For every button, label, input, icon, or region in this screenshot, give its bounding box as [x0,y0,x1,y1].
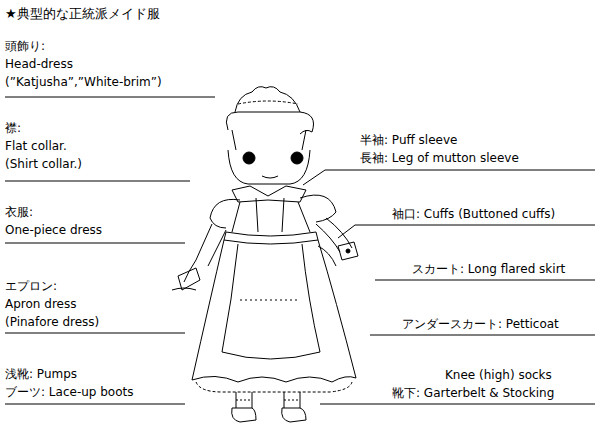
part-label: 襟: [5,120,21,136]
part-label: Apron dress [5,296,76,312]
part-label: 頭飾り: [5,38,45,54]
part-label: (Pinafore dress) [5,314,99,330]
leader-lines [5,97,595,404]
part-label: 半袖: Puff sleeve [360,132,457,148]
part-label: ブーツ: Lace-up boots [5,384,134,400]
part-label: Head-dress [5,56,73,72]
part-label: スカート: Long flared skirt [412,261,565,277]
part-label: (”Katjusha”,”White-brim”) [5,74,162,90]
part-label: (Shirt collar.) [5,156,82,172]
part-label: 袖口: Cuffs (Buttoned cuffs) [392,206,555,222]
maid-figure [172,87,358,422]
part-label: Flat collar. [5,138,67,154]
part-label: アンダースカート: Petticoat [402,316,559,332]
part-label: 浅靴: Pumps [5,366,77,382]
part-label: 靴下: Garterbelt & Stocking [392,385,554,401]
part-label: 長袖: Leg of mutton sleeve [360,150,519,166]
part-label: 衣服: [5,204,33,220]
part-label: Knee (high) socks [445,367,552,383]
part-label: One-piece dress [5,222,102,238]
diagram-title: ★典型的な正統派メイド服 [5,6,160,22]
part-label: エプロン: [5,278,57,294]
